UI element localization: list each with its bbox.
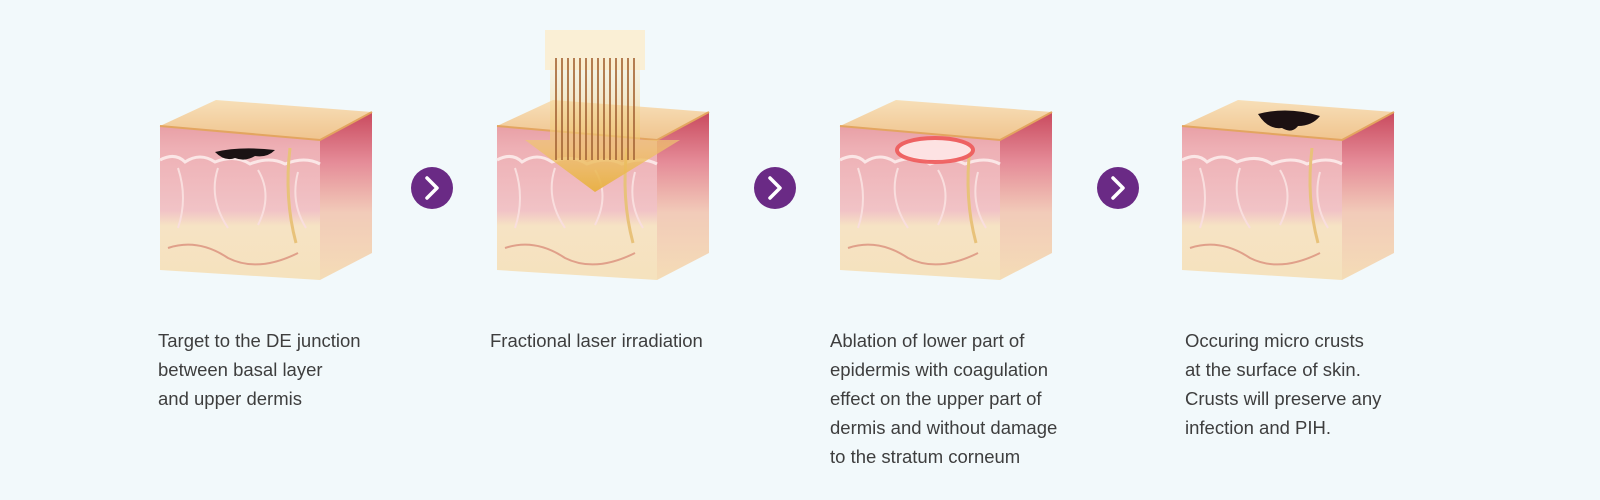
chevron-right-icon [425, 176, 439, 200]
arrow-step-3-4 [1097, 167, 1139, 209]
pigment-spot [215, 148, 275, 160]
step-1-skin-block [158, 98, 374, 282]
micro-crust [1258, 110, 1320, 131]
chevron-right-icon [768, 176, 782, 200]
step-3-caption: Ablation of lower part of epidermis with… [830, 330, 1058, 467]
step-4-skin-block [1180, 98, 1396, 282]
step-1-caption: Target to the DE junction between basal … [158, 330, 361, 409]
chevron-right-icon [1111, 176, 1125, 200]
step-3-skin-block [838, 98, 1054, 282]
step-4-caption: Occuring micro crusts at the surface of … [1185, 330, 1382, 438]
step-2-caption: Fractional laser irradiation [490, 330, 703, 351]
arrow-step-1-2 [411, 167, 453, 209]
laser-beam [525, 30, 680, 192]
arrow-step-2-3 [754, 167, 796, 209]
step-2-skin-block [495, 30, 711, 282]
ablation-zone [895, 136, 975, 164]
